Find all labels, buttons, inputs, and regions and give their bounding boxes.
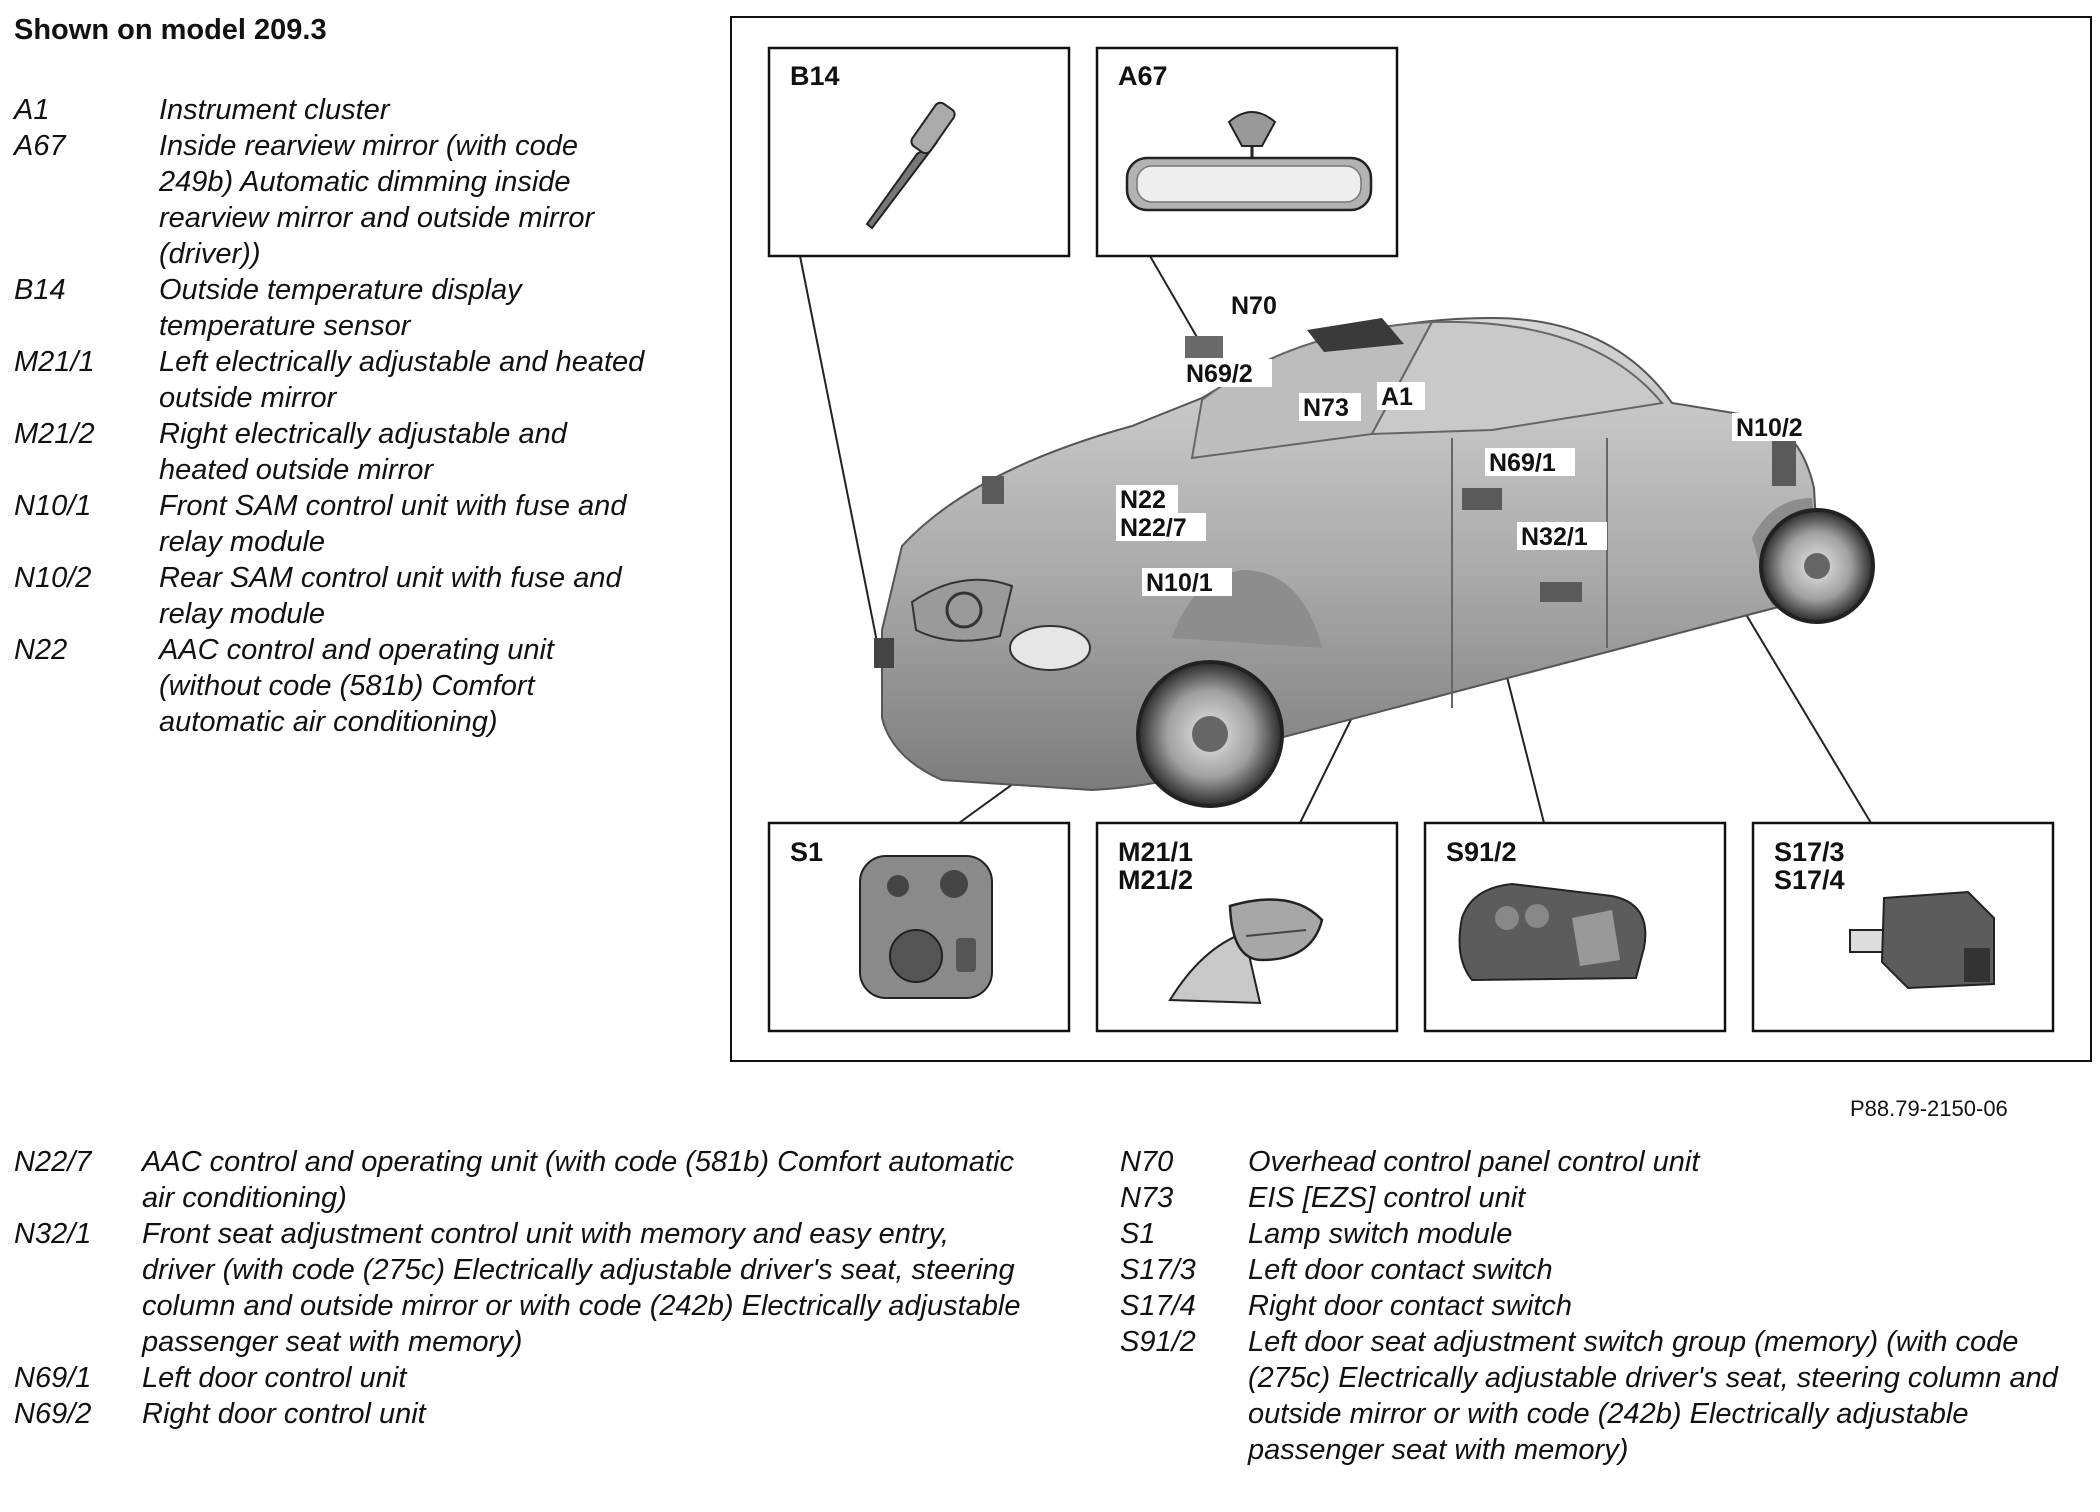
page-heading: Shown on model 209.3 xyxy=(14,14,327,46)
legend-desc: Right electrically adjustable and heated… xyxy=(159,418,567,486)
temperature-sensor-icon xyxy=(865,101,956,230)
legend-code: A67 xyxy=(14,130,66,162)
legend-row: S91/2 Left door seat adjustment switch gr… xyxy=(1120,1324,2080,1468)
outside-mirror-icon xyxy=(1168,898,1324,1005)
legend-code: N10/1 xyxy=(14,490,92,522)
legend-desc: AAC control and operating unit (without … xyxy=(159,634,554,738)
callout-n70: N70 xyxy=(1231,292,1277,320)
legend-code: N70 xyxy=(1120,1146,1174,1178)
car-illustration xyxy=(874,316,1875,808)
legend-left: A1 Instrument cluster A67 Inside rearview … xyxy=(14,92,654,740)
legend-row: B14 Outside temperature display temperatu… xyxy=(14,272,654,344)
callout-labels: N70 N69/2 N73 A1 N10/2 N69/1 N22 N22/7 N… xyxy=(1116,291,1822,597)
component-location-figure: N70 N69/2 N73 A1 N10/2 N69/1 N22 N22/7 N… xyxy=(730,16,2092,1062)
legend-desc: Left door contact switch xyxy=(1248,1254,1553,1286)
legend-row: A1 Instrument cluster xyxy=(14,92,654,128)
legend-row: N10/2 Rear SAM control unit with fuse and… xyxy=(14,560,654,632)
legend-desc: Instrument cluster xyxy=(159,94,390,126)
inset-s17-4-label: S17/4 xyxy=(1774,865,1845,895)
legend-desc: Inside rearview mirror (with code 249b) … xyxy=(159,130,595,270)
legend-code: A1 xyxy=(14,94,50,126)
legend-code: S1 xyxy=(1120,1218,1156,1250)
callout-n69-2: N69/2 xyxy=(1186,360,1253,388)
rearview-mirror-icon xyxy=(1125,111,1373,212)
callout-n22: N22 xyxy=(1120,486,1166,514)
legend-row: N32/1 Front seat adjustment control unit … xyxy=(14,1216,1024,1360)
legend-row: S17/4 Right door contact switch xyxy=(1120,1288,2080,1324)
legend-code: M21/1 xyxy=(14,346,95,378)
inset-s17-3-label: S17/3 xyxy=(1774,837,1845,867)
legend-row: N73 EIS [EZS] control unit xyxy=(1120,1180,2080,1216)
legend-row: N22/7 AAC control and operating unit (wit… xyxy=(14,1144,1024,1216)
legend-desc: Left door control unit xyxy=(142,1362,407,1394)
figure-reference: P88.79-2150-06 xyxy=(1850,1096,2008,1121)
callout-a1: A1 xyxy=(1381,383,1413,411)
legend-row: S1 Lamp switch module xyxy=(1120,1216,2080,1252)
figure-canvas: N70 N69/2 N73 A1 N10/2 N69/1 N22 N22/7 N… xyxy=(767,46,2055,1033)
legend-row: S17/3 Left door contact switch xyxy=(1120,1252,2080,1288)
legend-code: N69/2 xyxy=(14,1398,92,1430)
legend-desc: Front SAM control unit with fuse and rel… xyxy=(159,490,627,558)
inset-s91-2: S91/2 xyxy=(1423,821,1727,1033)
inset-a67: A67 xyxy=(1095,46,1399,258)
legend-desc: EIS [EZS] control unit xyxy=(1248,1182,1526,1214)
legend-bottom-right: N70 Overhead control panel control unit N… xyxy=(1120,1144,2080,1468)
legend-desc: Left door seat adjustment switch group (… xyxy=(1248,1326,2058,1466)
legend-code: S91/2 xyxy=(1120,1326,1196,1358)
legend-desc: Outside temperature display temperature … xyxy=(159,274,522,342)
legend-code: N69/1 xyxy=(14,1362,92,1394)
legend-row: N69/2 Right door control unit xyxy=(14,1396,1024,1432)
legend-bottom-left: N22/7 AAC control and operating unit (wit… xyxy=(14,1144,1024,1432)
legend-code: N73 xyxy=(1120,1182,1174,1214)
legend-desc: Right door control unit xyxy=(142,1398,426,1430)
inset-a67-label: A67 xyxy=(1118,61,1168,91)
legend-desc: Left electrically adjustable and heated … xyxy=(159,346,645,414)
inset-m21-1-label: M21/1 xyxy=(1118,837,1193,867)
callout-n32-1: N32/1 xyxy=(1521,523,1588,551)
legend-code: B14 xyxy=(14,274,66,306)
legend-code: N10/2 xyxy=(14,562,92,594)
legend-row: N10/1 Front SAM control unit with fuse an… xyxy=(14,488,654,560)
legend-row: M21/2 Right electrically adjustable and h… xyxy=(14,416,654,488)
legend-desc: Right door contact switch xyxy=(1248,1290,1572,1322)
legend-code: N22 xyxy=(14,634,68,666)
callout-n69-1: N69/1 xyxy=(1489,449,1556,477)
legend-code: S17/4 xyxy=(1120,1290,1196,1322)
inset-s1: S1 xyxy=(767,821,1071,1033)
inset-m21-2-label: M21/2 xyxy=(1118,865,1193,895)
legend-desc: Rear SAM control unit with fuse and rela… xyxy=(159,562,622,630)
callout-n10-2: N10/2 xyxy=(1736,414,1803,442)
callout-n73: N73 xyxy=(1303,394,1349,422)
callout-n22-7: N22/7 xyxy=(1120,514,1187,542)
legend-code: N32/1 xyxy=(14,1218,92,1250)
inset-m21: M21/1 M21/2 xyxy=(1095,821,1399,1033)
callout-n10-1: N10/1 xyxy=(1146,569,1213,597)
legend-row: N69/1 Left door control unit xyxy=(14,1360,1024,1396)
inset-s91-2-label: S91/2 xyxy=(1446,837,1517,867)
legend-row: M21/1 Left electrically adjustable and he… xyxy=(14,344,654,416)
legend-code: N22/7 xyxy=(14,1146,92,1178)
inset-s17: S17/3 S17/4 xyxy=(1751,821,2055,1033)
door-contact-switch-icon xyxy=(1849,890,1995,990)
legend-row: N22 AAC control and operating unit (witho… xyxy=(14,632,654,740)
inset-b14-label: B14 xyxy=(790,61,840,91)
inset-s1-label: S1 xyxy=(790,837,823,867)
legend-code: M21/2 xyxy=(14,418,95,450)
legend-desc: AAC control and operating unit (with cod… xyxy=(142,1146,1015,1214)
lamp-switch-icon xyxy=(859,855,993,999)
legend-row: A67 Inside rearview mirror (with code 249… xyxy=(14,128,654,272)
legend-desc: Lamp switch module xyxy=(1248,1218,1513,1250)
inset-b14: B14 xyxy=(767,46,1071,258)
legend-desc: Overhead control panel control unit xyxy=(1248,1146,1700,1178)
legend-row: N70 Overhead control panel control unit xyxy=(1120,1144,2080,1180)
legend-desc: Front seat adjustment control unit with … xyxy=(142,1218,1021,1358)
legend-code: S17/3 xyxy=(1120,1254,1196,1286)
seat-switch-group-icon xyxy=(1458,882,1647,982)
